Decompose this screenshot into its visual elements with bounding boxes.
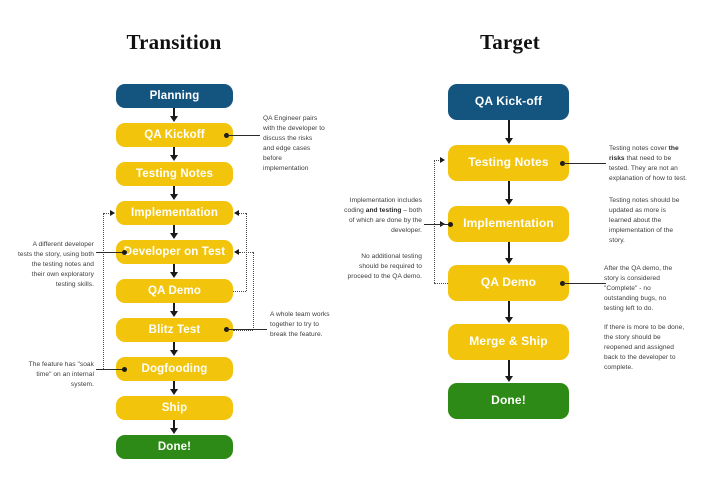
node-implementation-target[interactable]: Implementation xyxy=(448,206,569,242)
node-done-left[interactable]: Done! xyxy=(116,435,233,459)
note-testing-notes-target-1: Testing notes cover the risks that need … xyxy=(609,144,687,184)
column-title-transition: Transition xyxy=(126,30,222,54)
leader-dot-developer-on-test xyxy=(122,249,127,255)
note-blitz-test: A whole team works together to try to br… xyxy=(270,311,330,339)
arrow-merge-ship-to-done-target xyxy=(508,360,510,377)
arrow-kickoff-to-testing-notes-target xyxy=(508,120,510,139)
arrow-qa-kickoff-to-testing-notes xyxy=(173,147,175,156)
arrow-qa-demo-to-merge-ship-target xyxy=(508,301,510,318)
arrow-blitz-test-to-dogfooding xyxy=(173,342,175,351)
note-testing-notes-1-pre: Testing notes cover xyxy=(609,145,669,152)
note-developer-on-test: A different developer tests the story, u… xyxy=(18,241,94,289)
leader-line-blitz-test xyxy=(226,328,267,330)
arrow-qa-demo-to-blitz-test xyxy=(173,303,175,312)
arrow-developer-on-test-to-qa-demo xyxy=(173,264,175,273)
leader-dot-implementation-target xyxy=(448,221,453,227)
feedback-target-impl-riser xyxy=(434,160,435,224)
feedback-left-implementation-h xyxy=(103,213,111,214)
node-qa-demo-target[interactable]: QA Demo xyxy=(448,265,569,301)
feedback-target-qa-demo-h xyxy=(434,283,448,284)
leader-line-implementation-target xyxy=(424,223,450,225)
arrow-dogfooding-to-ship xyxy=(173,381,175,390)
note-impl-target-1-bold: and testing xyxy=(365,207,402,215)
feedback-target-testing-notes-h xyxy=(434,160,441,161)
feedback-developer-arrowhead xyxy=(234,248,239,255)
note-impl-target-1-post: – both of which are done by the develope… xyxy=(348,207,422,235)
node-developer-on-test[interactable]: Developer on Test xyxy=(116,240,233,264)
column-title-target: Target xyxy=(480,30,540,54)
node-merge-ship-target[interactable]: Merge & Ship xyxy=(448,324,569,360)
arrow-implementation-to-developer-on-test xyxy=(173,225,175,234)
node-done-target[interactable]: Done! xyxy=(448,383,569,419)
note-testing-notes-1-post: that need to be tested. They are not an … xyxy=(609,155,687,183)
note-testing-notes-1-bold: the risks xyxy=(609,145,679,163)
node-implementation[interactable]: Implementation xyxy=(116,201,233,225)
node-testing-notes[interactable]: Testing Notes xyxy=(116,162,233,186)
note-qa-kickoff: QA Engineer pairs with the developer to … xyxy=(263,115,325,173)
leader-dot-dogfooding xyxy=(122,366,127,372)
note-implementation-target-1: Implementation includes coding and testi… xyxy=(344,196,422,236)
feedback-target-qa-demo-riser xyxy=(434,224,435,283)
arrow-ship-to-done xyxy=(173,420,175,429)
node-qa-kickoff-target[interactable]: QA Kick-off xyxy=(448,84,569,120)
feedback-blitz-riser xyxy=(253,252,254,330)
note-qa-demo-target-2: If there is more to be done, the story s… xyxy=(604,324,685,372)
node-qa-demo[interactable]: QA Demo xyxy=(116,279,233,303)
leader-line-dogfooding xyxy=(96,368,124,370)
note-qa-demo-target-1: After the QA demo, the story is consider… xyxy=(604,265,673,313)
leader-line-qa-kickoff xyxy=(226,134,260,136)
feedback-target-testing-notes-arrowhead xyxy=(440,156,445,163)
node-qa-kickoff[interactable]: QA Kickoff xyxy=(116,123,233,147)
note-testing-notes-target-2: Testing notes should be updated as more … xyxy=(609,197,680,245)
feedback-qa-demo-h xyxy=(233,291,246,292)
arrow-testing-notes-to-implementation xyxy=(173,186,175,195)
node-blitz-test[interactable]: Blitz Test xyxy=(116,318,233,342)
note-implementation-target-2: No additional testing should be required… xyxy=(347,253,422,281)
arrow-testing-notes-to-implementation-target xyxy=(508,181,510,200)
arrow-planning-to-qa-kickoff xyxy=(173,108,175,117)
feedback-implementation-arrowhead xyxy=(234,209,239,216)
feedback-left-riser xyxy=(103,213,104,369)
feedback-left-arrowhead xyxy=(110,209,115,216)
leader-line-testing-notes-target xyxy=(562,162,606,164)
note-impl-target-1-pre: Implementation includes coding xyxy=(344,197,422,215)
arrow-implementation-to-qa-demo-target xyxy=(508,242,510,259)
leader-line-developer-on-test xyxy=(96,251,124,253)
leader-line-qa-demo-target xyxy=(562,282,606,284)
note-dogfooding: The feature has "soak time" on an intern… xyxy=(28,361,94,389)
feedback-implementation-in-h xyxy=(239,213,246,214)
feedback-developer-in-h xyxy=(239,252,253,253)
node-planning[interactable]: Planning xyxy=(116,84,233,108)
node-testing-notes-target[interactable]: Testing Notes xyxy=(448,145,569,181)
node-ship[interactable]: Ship xyxy=(116,396,233,420)
feedback-blitz-h xyxy=(233,330,253,331)
node-dogfooding[interactable]: Dogfooding xyxy=(116,357,233,381)
